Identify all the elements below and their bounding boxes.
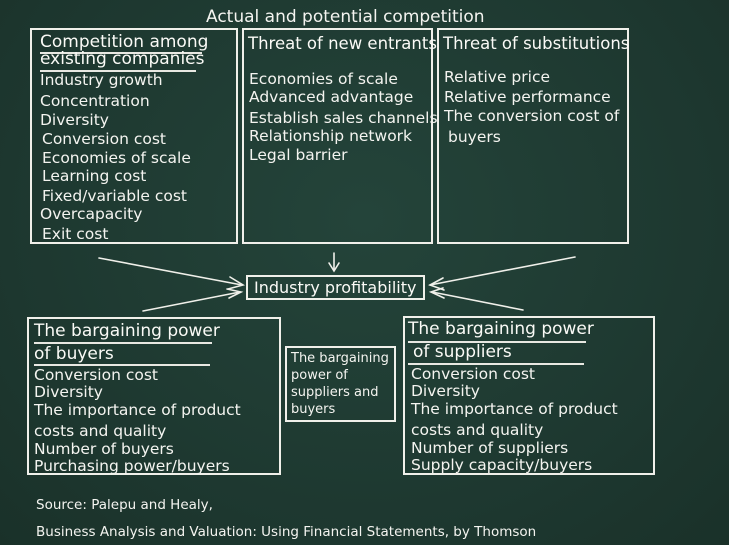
competition-item: Fixed/variable cost (42, 187, 188, 205)
buyers-item: Number of buyers (34, 440, 174, 458)
new-entrants-box: Threat of new entrants Economies of scal… (242, 28, 438, 244)
suppliers-item: Supply capacity/buyers (411, 456, 593, 474)
competition-item: Diversity (40, 111, 109, 129)
industry-profitability-label: Industry profitability (254, 278, 417, 297)
competition-title-underline2 (40, 70, 196, 72)
arrow-top-left (98, 257, 243, 286)
competition-item: Overcapacity (40, 205, 143, 223)
competition-item: Industry growth (40, 71, 163, 89)
buyers-title-underline2 (34, 364, 210, 366)
substitutions-box: Threat of substitutions Relative price R… (437, 28, 629, 244)
source-line-1: Source: Palepu and Healy, (36, 497, 213, 513)
arrow-bottom-left (142, 291, 241, 312)
arrow-bottom-right (431, 291, 524, 311)
suppliers-title-underline2 (408, 363, 584, 365)
suppliers-box: The bargaining power of suppliers Conver… (403, 316, 655, 475)
middle-line: suppliers and (291, 385, 379, 400)
competition-box: Competition among existing companies Ind… (30, 28, 238, 244)
arrow-top-right (429, 256, 576, 286)
buyers-item: Purchasing power/buyers (34, 457, 230, 475)
suppliers-item: Diversity (411, 382, 480, 400)
suppliers-item: costs and quality (411, 421, 544, 439)
middle-line: buyers (291, 402, 336, 417)
suppliers-title-line2: of suppliers (413, 342, 512, 362)
suppliers-item: Number of suppliers (411, 439, 569, 457)
buyers-item: Diversity (34, 383, 103, 401)
suppliers-item: The importance of product (411, 400, 618, 418)
new-entrants-title: Threat of new entrants (248, 34, 437, 53)
competition-item: Learning cost (42, 167, 147, 185)
competition-title-line1: Competition among (40, 32, 209, 52)
suppliers-title-underline1 (408, 341, 586, 343)
new-entrants-item: Legal barrier (249, 146, 348, 164)
new-entrants-item: Economies of scale (249, 70, 398, 88)
middle-box: The bargaining power of suppliers and bu… (285, 346, 396, 422)
substitutions-item: buyers (448, 128, 501, 146)
buyers-title-line1: The bargaining power (34, 321, 220, 341)
buyers-item: Conversion cost (34, 366, 158, 384)
substitutions-item: The conversion cost of (444, 107, 620, 125)
new-entrants-item: Relationship network (249, 127, 413, 145)
suppliers-item: Conversion cost (411, 365, 535, 383)
competition-item: Exit cost (42, 225, 109, 243)
new-entrants-item: Establish sales channels (249, 109, 438, 127)
middle-line: power of (291, 368, 348, 383)
buyers-title-line2: of buyers (34, 344, 114, 364)
competition-title-underline1 (40, 52, 202, 54)
middle-line: The bargaining (291, 351, 389, 366)
suppliers-title-line1: The bargaining power (408, 319, 594, 339)
diagram-title: Actual and potential competition (206, 7, 485, 27)
competition-item: Economies of scale (42, 149, 191, 167)
competition-title-line2: existing companies (40, 49, 205, 69)
competition-item: Concentration (40, 92, 150, 110)
substitutions-item: Relative price (444, 68, 551, 86)
new-entrants-item: Advanced advantage (249, 88, 414, 106)
source-line-2: Business Analysis and Valuation: Using F… (36, 524, 537, 540)
substitutions-title: Threat of substitutions (443, 34, 630, 53)
competition-item: Conversion cost (42, 130, 166, 148)
substitutions-item: Relative performance (444, 88, 611, 106)
buyers-item: The importance of product (34, 401, 241, 419)
buyers-item: costs and quality (34, 422, 167, 440)
buyers-title-underline1 (34, 342, 212, 344)
industry-profitability-box: Industry profitability (246, 275, 425, 300)
buyers-box: The bargaining power of buyers Conversio… (27, 317, 281, 475)
